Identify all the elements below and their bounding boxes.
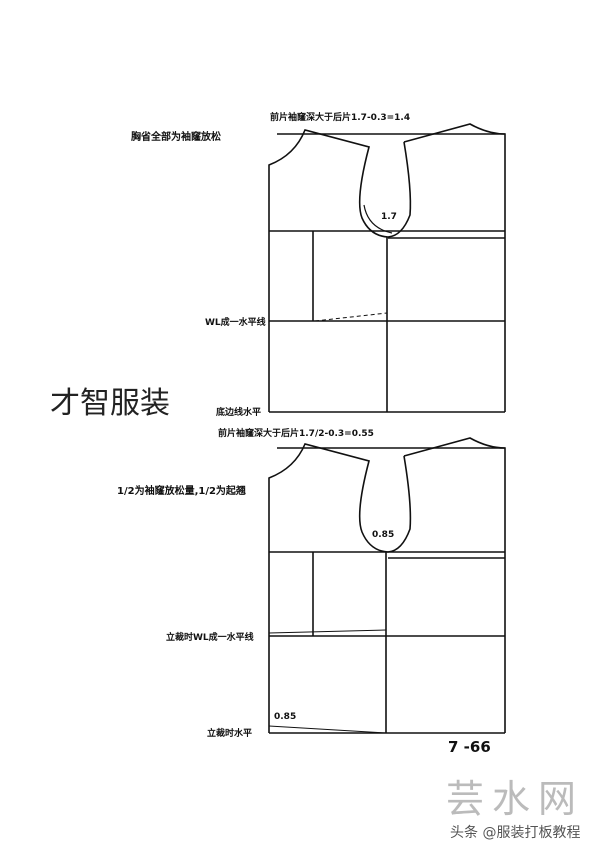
- top-pattern-draft: [268, 123, 506, 413]
- bottom-wl-label: 立裁时WL成一水平线: [166, 633, 254, 643]
- top-hem-label: 底边线水平: [216, 408, 262, 418]
- watermark-credit: 头条 @服装打板教程: [450, 825, 581, 841]
- bottom-hem-label: 立裁时水平: [207, 729, 253, 739]
- page-number: 7 -66: [448, 738, 491, 756]
- top-armhole-value: 1.7: [381, 212, 397, 222]
- bottom-hem-value: 0.85: [274, 712, 297, 722]
- watermark-center: 才智服装: [50, 386, 170, 421]
- watermark-site: 芸水网: [446, 777, 585, 821]
- bottom-title: 1/2为袖窿放松量,1/2为起翘: [117, 486, 246, 497]
- top-wl-label: WL成一水平线: [205, 318, 266, 328]
- top-note: 前片袖窿深大于后片1.7-0.3=1.4: [270, 113, 411, 123]
- bottom-armhole-value: 0.85: [372, 530, 395, 540]
- bottom-note: 前片袖窿深大于后片1.7/2-0.3=0.55: [218, 429, 374, 439]
- top-title: 胸省全部为袖窿放松: [131, 132, 221, 143]
- bottom-pattern-draft: [268, 437, 506, 734]
